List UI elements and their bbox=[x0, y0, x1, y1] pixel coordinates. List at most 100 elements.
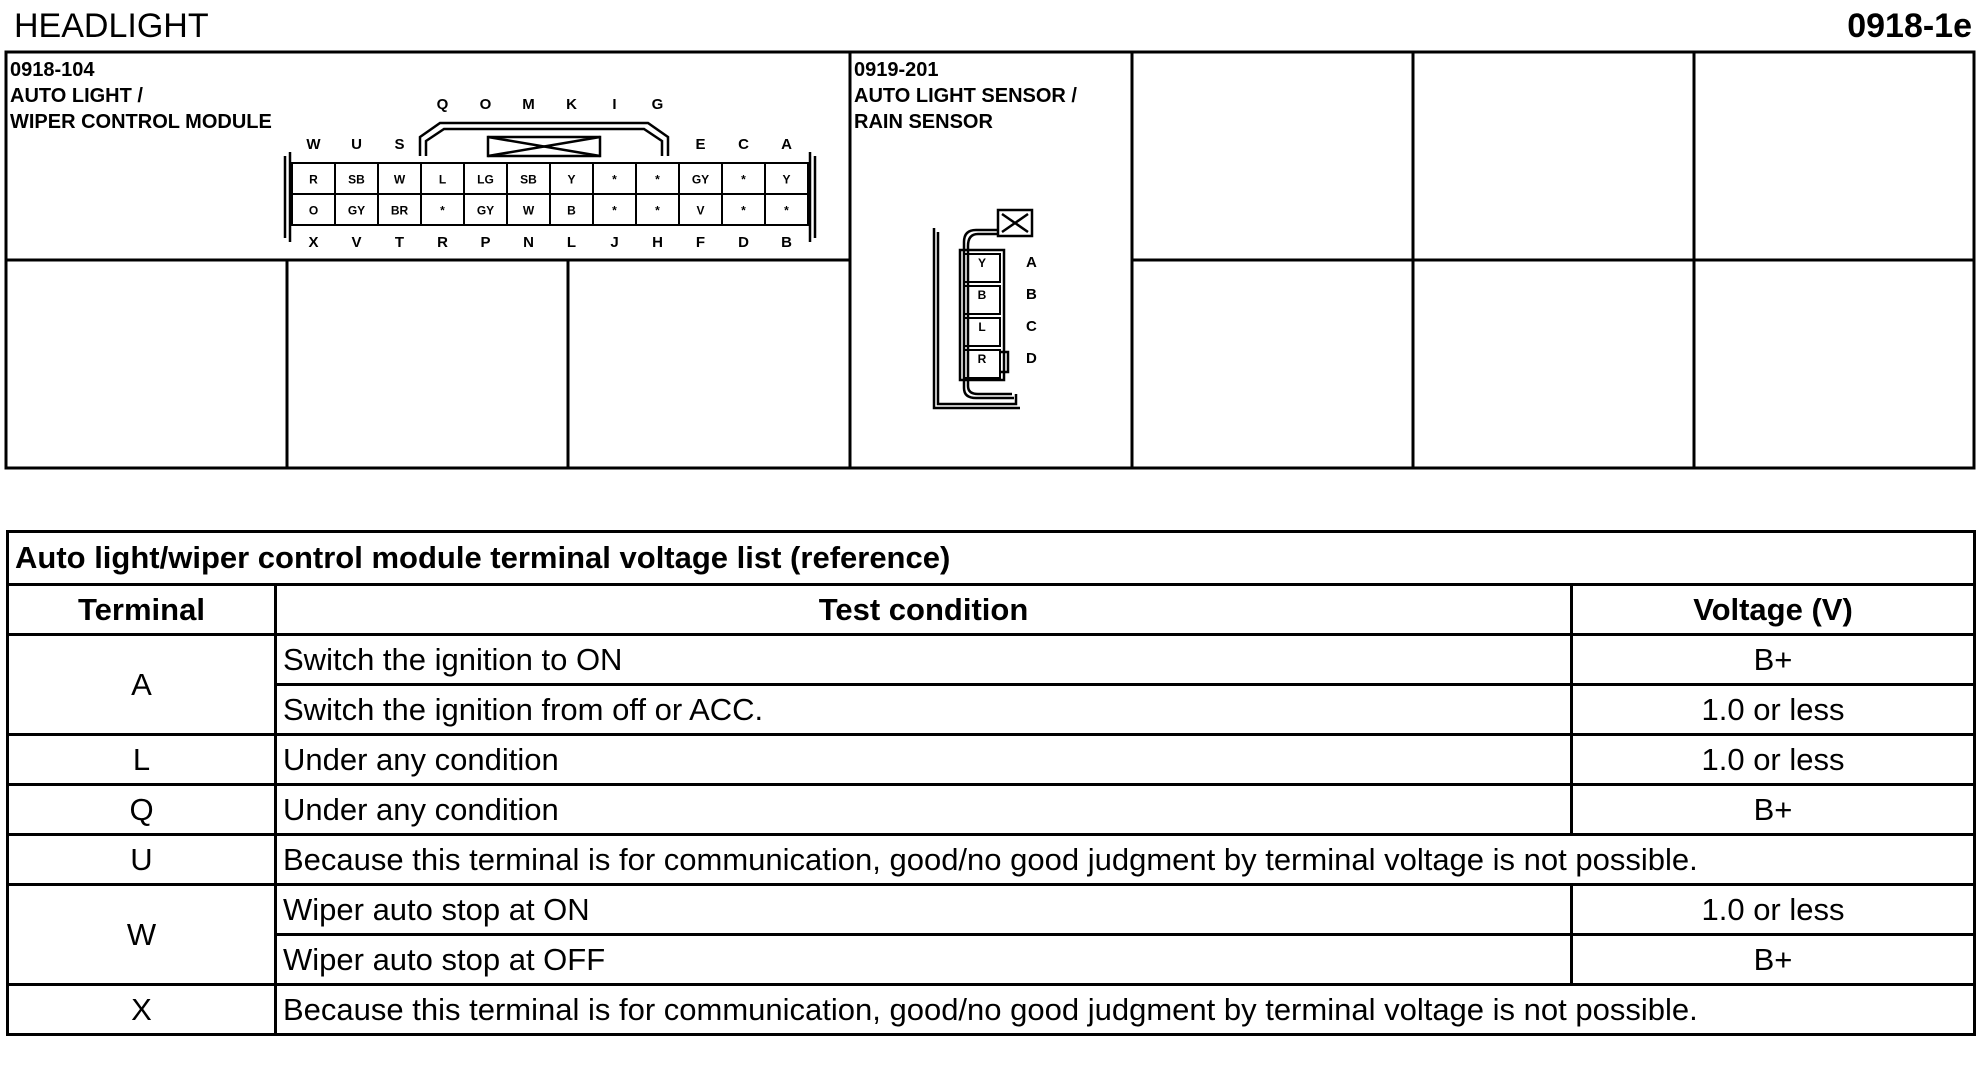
voltage-cell: 1.0 or less bbox=[1570, 683, 1976, 736]
condition-cell: Because this terminal is for communicati… bbox=[274, 833, 1976, 886]
connector-2-id: 0919-201 bbox=[854, 59, 939, 81]
pin-wire-color: R bbox=[309, 173, 318, 187]
pin-position-o: O bbox=[480, 96, 492, 113]
pin-position-b: B bbox=[1026, 286, 1037, 303]
page-title: HEADLIGHT bbox=[14, 7, 209, 45]
pin-position-j: J bbox=[610, 234, 618, 251]
connector-1-pin-cells bbox=[291, 162, 809, 226]
pin-position-t: T bbox=[395, 234, 404, 251]
pin-position-d: D bbox=[738, 234, 749, 251]
pin-position-a: A bbox=[781, 136, 792, 153]
pin-wire-color: * bbox=[655, 204, 660, 218]
table-row: A Switch the ignition to ON B+ bbox=[6, 633, 1976, 736]
voltage-cell: 1.0 or less bbox=[1570, 733, 1976, 786]
voltage-cell: B+ bbox=[1570, 933, 1976, 986]
voltage-cell: B+ bbox=[1570, 783, 1976, 836]
pin-wire-color: L bbox=[978, 320, 985, 334]
table-row: W Wiper auto stop at ON 1.0 or less bbox=[6, 883, 1976, 986]
pin-position-m: M bbox=[522, 96, 535, 113]
pin-position-x: X bbox=[308, 234, 318, 251]
connector-2-pin-labels: Y B L R A B C D bbox=[978, 254, 1037, 367]
pin-wire-color: GY bbox=[477, 204, 494, 218]
pin-position-k: K bbox=[566, 96, 577, 113]
pin-wire-color: W bbox=[394, 173, 406, 187]
connector-grid: 0918-104 AUTO LIGHT / WIPER CONTROL MODU… bbox=[4, 50, 1976, 470]
terminal-cell: A bbox=[6, 633, 277, 736]
connector-1-id: 0918-104 bbox=[10, 59, 95, 81]
pin-wire-color: BR bbox=[391, 204, 409, 218]
terminal-cell: X bbox=[6, 983, 277, 1036]
grid-lines bbox=[4, 50, 1976, 470]
pin-position-s: S bbox=[394, 136, 404, 153]
condition-cell: Switch the ignition from off or ACC. bbox=[274, 683, 1573, 736]
connector-1-housing bbox=[283, 121, 817, 242]
pin-wire-color: GY bbox=[692, 173, 709, 187]
pin-position-b: B bbox=[781, 234, 792, 251]
pin-wire-color: * bbox=[741, 173, 746, 187]
pin-cell bbox=[963, 349, 1001, 379]
pin-position-r: R bbox=[437, 234, 448, 251]
connector-1-name-line1: AUTO LIGHT / bbox=[10, 85, 143, 107]
pin-wire-color: L bbox=[439, 173, 446, 187]
condition-cell: Wiper auto stop at OFF bbox=[274, 933, 1573, 986]
table-row: Switch the ignition from off or ACC. 1.0… bbox=[8, 683, 1976, 736]
voltage-cell: B+ bbox=[1570, 633, 1976, 686]
pin-wire-color: R bbox=[978, 352, 987, 366]
table-row: U Because this terminal is for communica… bbox=[6, 833, 1976, 886]
pin-position-u: U bbox=[351, 136, 362, 153]
pin-wire-color: * bbox=[612, 204, 617, 218]
condition-cell: Because this terminal is for communicati… bbox=[274, 983, 1976, 1036]
pin-cell bbox=[963, 285, 1001, 315]
table-row: L Under any condition 1.0 or less bbox=[6, 733, 1976, 786]
pin-position-n: N bbox=[523, 234, 534, 251]
pin-wire-color: * bbox=[440, 204, 445, 218]
pin-wire-color: V bbox=[696, 204, 704, 218]
pin-wire-color: Y bbox=[782, 173, 790, 187]
pin-wire-color: * bbox=[741, 204, 746, 218]
pin-position-d: D bbox=[1026, 350, 1037, 367]
pin-cell bbox=[963, 253, 1001, 283]
pin-cell bbox=[963, 317, 1001, 347]
pin-position-c: C bbox=[738, 136, 749, 153]
condition-cell: Switch the ignition to ON bbox=[274, 633, 1573, 686]
pin-wire-color: LG bbox=[477, 173, 494, 187]
pin-wire-color: * bbox=[612, 173, 617, 187]
condition-cell: Wiper auto stop at ON bbox=[274, 883, 1573, 936]
pin-position-e: E bbox=[695, 136, 705, 153]
pin-wire-color: O bbox=[309, 204, 318, 218]
terminal-cell: U bbox=[6, 833, 277, 886]
table-row: Wiper auto stop at OFF B+ bbox=[8, 933, 1976, 986]
pin-wire-color: * bbox=[784, 204, 789, 218]
terminal-voltage-table: Auto light/wiper control module terminal… bbox=[6, 530, 1976, 1036]
voltage-cell: 1.0 or less bbox=[1570, 883, 1976, 936]
terminal-cell: W bbox=[6, 883, 277, 986]
pin-position-g: G bbox=[652, 96, 664, 113]
table-title: Auto light/wiper control module terminal… bbox=[6, 530, 1976, 586]
pin-position-q: Q bbox=[437, 96, 449, 113]
connector-1-pin-labels: W U S Q O M K I G E C A R SB W L LG SB Y… bbox=[306, 96, 792, 251]
condition-cell: Under any condition bbox=[274, 733, 1573, 786]
pin-position-i: I bbox=[612, 96, 616, 113]
connector-2-pin-cells bbox=[963, 253, 1001, 379]
header-voltage: Voltage (V) bbox=[1570, 583, 1976, 636]
pin-position-v: V bbox=[351, 234, 361, 251]
pin-cell bbox=[764, 193, 809, 226]
pin-wire-color: SB bbox=[520, 173, 537, 187]
terminal-cell: L bbox=[6, 733, 277, 786]
condition-cell: Under any condition bbox=[274, 783, 1573, 836]
pin-position-c: C bbox=[1026, 318, 1037, 335]
table-row: Q Under any condition B+ bbox=[6, 783, 1976, 836]
pin-wire-color: B bbox=[978, 288, 987, 302]
header-test-condition: Test condition bbox=[274, 583, 1573, 636]
pin-wire-color: SB bbox=[348, 173, 365, 187]
table-header-row: Terminal Test condition Voltage (V) bbox=[6, 583, 1976, 636]
pin-position-h: H bbox=[652, 234, 663, 251]
connector-2-name-line2: RAIN SENSOR bbox=[854, 111, 993, 133]
pin-position-w: W bbox=[306, 136, 321, 153]
connector-1-name-line2: WIPER CONTROL MODULE bbox=[10, 111, 272, 133]
pin-wire-color: Y bbox=[978, 256, 986, 270]
table-row: X Because this terminal is for communica… bbox=[6, 983, 1976, 1036]
pin-wire-color: * bbox=[655, 173, 660, 187]
connector-2-name-line1: AUTO LIGHT SENSOR / bbox=[854, 85, 1077, 107]
pin-position-l: L bbox=[567, 234, 576, 251]
